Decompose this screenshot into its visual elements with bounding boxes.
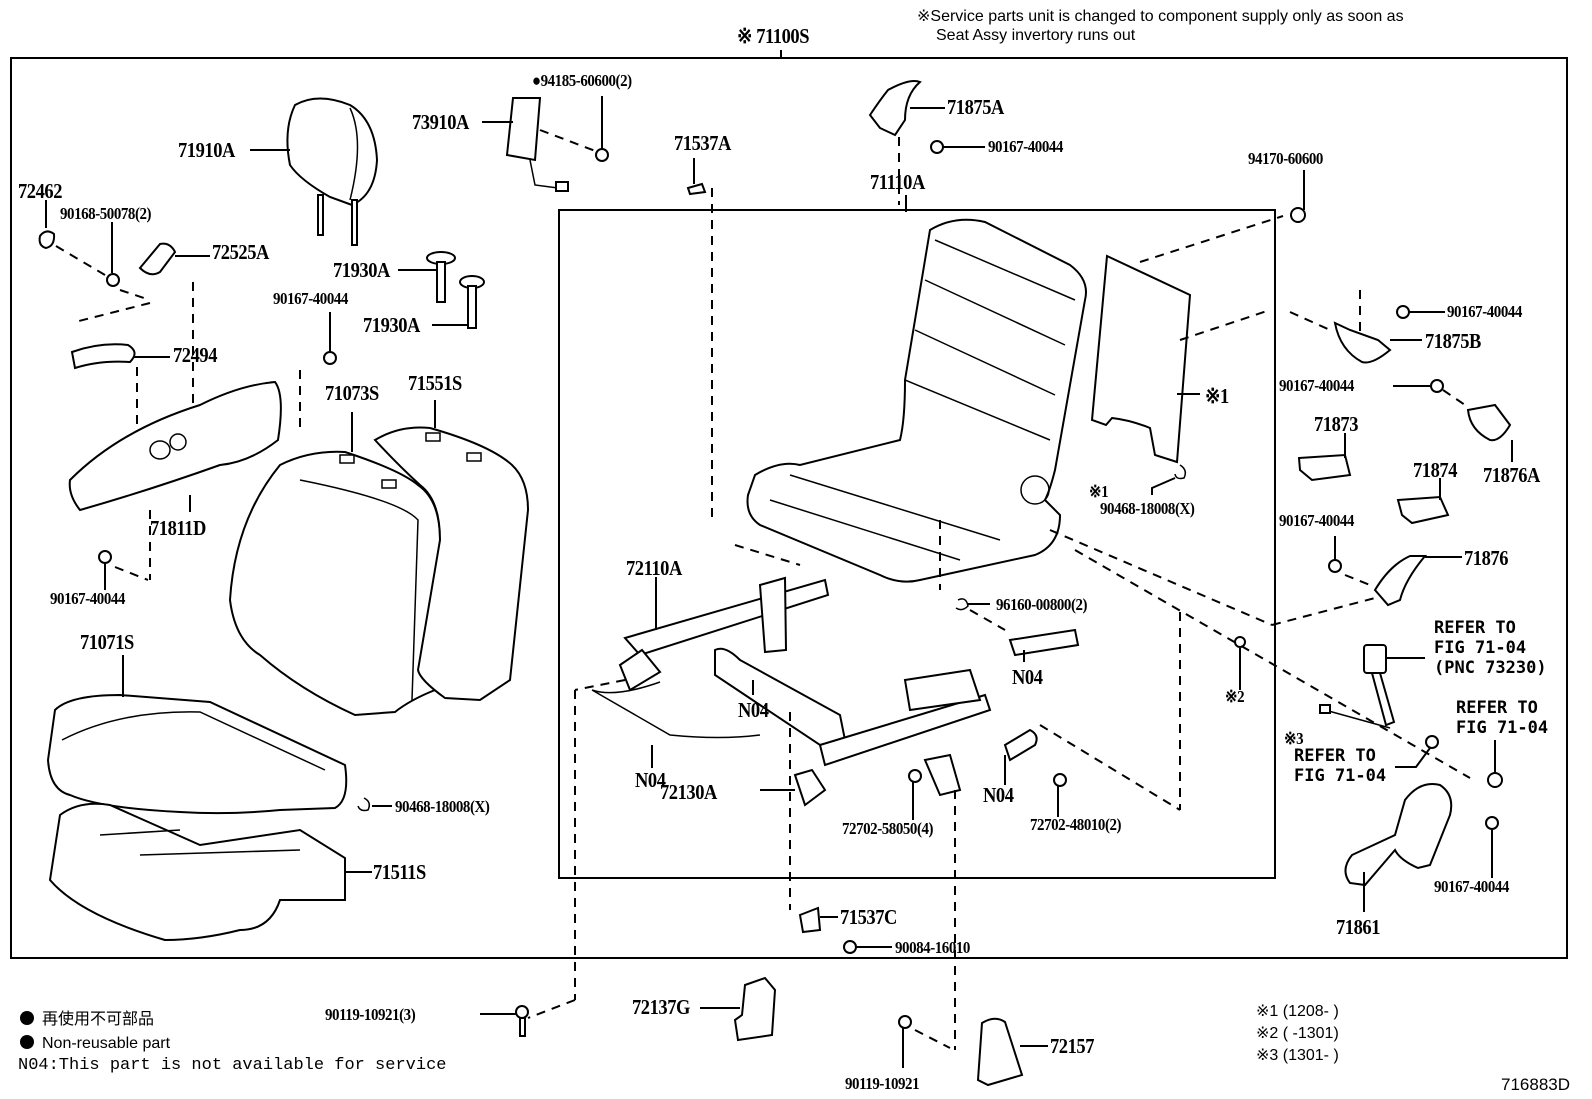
part-label-73910A[interactable]: 73910A xyxy=(412,110,469,134)
assembly-part-number[interactable]: ※ 71100S xyxy=(737,24,810,48)
part-label-71511S[interactable]: 71511S xyxy=(373,860,426,884)
part-label-72110A[interactable]: 72110A xyxy=(626,556,682,580)
back-board-drawing xyxy=(1090,254,1192,464)
legend-non-reusable-en: Non-reusable part xyxy=(20,1035,170,1053)
part-label-71071S[interactable]: 71071S xyxy=(80,630,134,654)
part-label-72702-58050[interactable]: 72702-58050(4) xyxy=(842,819,934,838)
serial-note-1: ※1 (1208- ) xyxy=(1256,1003,1339,1020)
figure-code: 716883D xyxy=(1501,1075,1571,1094)
n04-label-bar: N04 xyxy=(635,768,666,792)
part-label-72525A[interactable]: 72525A xyxy=(212,240,269,264)
part-label-90468-18008-left[interactable]: 90468-18008(X) xyxy=(395,797,490,816)
part-label-72462[interactable]: 72462 xyxy=(18,179,62,203)
side-airbag-drawing xyxy=(505,97,569,192)
refer-label-2-line1: REFER TO xyxy=(1456,698,1538,718)
seatback-pad-drawing xyxy=(373,426,530,702)
mark-1-clip: ※1 xyxy=(1089,482,1109,501)
part-label-90167-40044-right1[interactable]: 90167-40044 xyxy=(1447,302,1522,321)
mark-1-back-board: ※1 xyxy=(1205,384,1229,408)
part-label-71537A[interactable]: 71537A xyxy=(674,131,731,155)
part-label-90119-10921[interactable]: 90119-10921 xyxy=(845,1074,920,1093)
part-label-94170-60600[interactable]: 94170-60600 xyxy=(1248,149,1323,168)
refer-label-1-line3: (PNC 73230) xyxy=(1434,658,1547,678)
part-label-90119-10921-3[interactable]: 90119-10921(3) xyxy=(325,1005,416,1024)
part-label-90084-16010[interactable]: 90084-16010 xyxy=(895,938,970,957)
n04-label-bracket: N04 xyxy=(1012,665,1043,689)
headrest-drawing xyxy=(286,97,379,246)
part-label-72157[interactable]: 72157 xyxy=(1050,1034,1094,1058)
part-label-90167-40044-upper[interactable]: 90167-40044 xyxy=(273,289,348,308)
legend-non-reusable-jp: 再使用不可部品 xyxy=(20,1011,154,1029)
frame-subassembly-box xyxy=(558,209,1276,879)
part-label-71876[interactable]: 71876 xyxy=(1464,546,1508,570)
part-label-90167-40044-top[interactable]: 90167-40044 xyxy=(988,137,1063,156)
mark-2: ※2 xyxy=(1225,687,1245,706)
part-label-72494[interactable]: 72494 xyxy=(173,343,217,367)
part-label-90167-40044-right3[interactable]: 90167-40044 xyxy=(1279,511,1354,530)
mark-3: ※3 xyxy=(1284,729,1304,748)
part-label-72137G[interactable]: 72137G xyxy=(632,995,690,1019)
headrest-guides-drawing xyxy=(426,251,485,329)
part-label-71073S[interactable]: 71073S xyxy=(325,381,379,405)
n04-label-rail: N04 xyxy=(738,698,769,722)
part-label-71875A[interactable]: 71875A xyxy=(947,95,1004,119)
refer-label-1-line1: REFER TO xyxy=(1434,618,1516,638)
refer-label-2-line2[interactable]: FIG 71-04 xyxy=(1456,718,1549,738)
part-label-96160-00800[interactable]: 96160-00800(2) xyxy=(996,595,1088,614)
seatbelt-buckle-drawing xyxy=(1319,644,1396,729)
part-label-90167-40044-left[interactable]: 90167-40044 xyxy=(50,589,125,608)
part-label-90167-40044-right2[interactable]: 90167-40044 xyxy=(1279,376,1354,395)
part-label-71930A-lower[interactable]: 71930A xyxy=(363,313,420,337)
seatback-cover-drawing xyxy=(228,450,442,717)
refer-label-3-line2[interactable]: FIG 71-04 xyxy=(1294,766,1387,786)
serial-note-2: ※2 ( -1301) xyxy=(1256,1025,1339,1042)
part-label-71110A[interactable]: 71110A xyxy=(870,170,925,194)
assembly-frame xyxy=(10,57,1568,959)
part-label-71811D[interactable]: 71811D xyxy=(150,516,206,540)
legend-en-text: Non-reusable part xyxy=(42,1035,171,1052)
part-label-90167-40044-cover[interactable]: 90167-40044 xyxy=(1434,877,1509,896)
part-label-94185-60600[interactable]: ●94185-60600(2) xyxy=(532,71,632,90)
part-label-72130A[interactable]: 72130A xyxy=(660,780,717,804)
serial-note-3: ※3 (1301- ) xyxy=(1256,1047,1339,1064)
part-label-71873[interactable]: 71873 xyxy=(1314,412,1358,436)
legend-n04-note: N04:This part is not available for servi… xyxy=(18,1056,447,1075)
seat-track-left-drawing xyxy=(618,576,830,692)
seat-track-right-drawing xyxy=(793,668,992,807)
non-reusable-dot-icon xyxy=(20,1011,34,1025)
part-label-71930A-upper[interactable]: 71930A xyxy=(333,258,390,282)
part-label-71910A[interactable]: 71910A xyxy=(178,138,235,162)
part-label-71551S[interactable]: 71551S xyxy=(408,371,462,395)
header-note-line1: ※Service parts unit is changed to compon… xyxy=(917,8,1404,25)
cushion-cover-drawing xyxy=(46,693,348,815)
part-label-90168-50078[interactable]: 90168-50078(2) xyxy=(60,204,152,223)
header-note-line2: Seat Assy invertory runs out xyxy=(936,27,1136,44)
part-label-90468-18008-right[interactable]: 90468-18008(X) xyxy=(1100,499,1195,518)
cushion-pad-drawing xyxy=(48,802,346,942)
seat-frame-drawing xyxy=(746,218,1087,583)
part-label-71861[interactable]: 71861 xyxy=(1336,915,1380,939)
part-label-72702-48010[interactable]: 72702-48010(2) xyxy=(1030,815,1122,834)
refer-label-3-line1: REFER TO xyxy=(1294,746,1376,766)
part-label-71874[interactable]: 71874 xyxy=(1413,458,1457,482)
refer-label-1-line2[interactable]: FIG 71-04 xyxy=(1434,638,1527,658)
legend-jp-text: 再使用不可部品 xyxy=(42,1011,155,1028)
part-label-71876A[interactable]: 71876A xyxy=(1483,463,1540,487)
part-label-71537C[interactable]: 71537C xyxy=(840,905,897,929)
part-label-71875B[interactable]: 71875B xyxy=(1425,329,1481,353)
non-reusable-dot-icon xyxy=(20,1035,34,1049)
n04-label-link: N04 xyxy=(983,783,1014,807)
